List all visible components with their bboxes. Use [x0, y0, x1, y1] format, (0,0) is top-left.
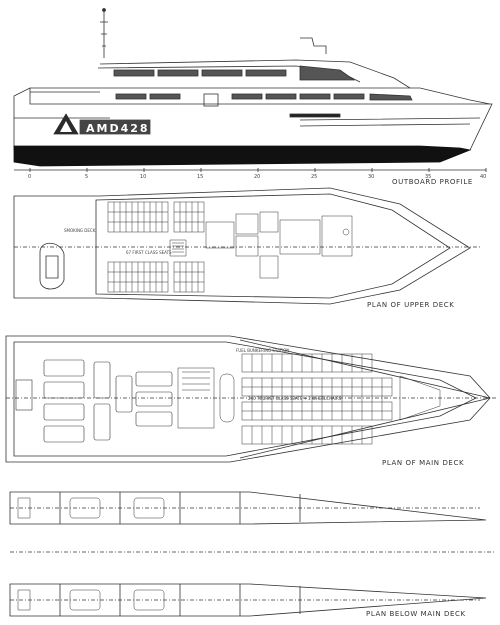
- tourist-seats-label: 240 TOURIST CLASS SEATS + 2 WHEELCHAIRS: [248, 396, 342, 401]
- svg-text:15: 15: [197, 174, 203, 180]
- upper-deck-title: PLAN OF UPPER DECK: [367, 301, 455, 309]
- starboard-hull: [9, 491, 487, 525]
- below-main-deck-title: PLAN BELOW MAIN DECK: [366, 610, 466, 618]
- radar-arch: [300, 37, 327, 54]
- outboard-profile-view: [13, 8, 493, 172]
- svg-text:35: 35: [425, 174, 431, 180]
- life-raft: [39, 242, 65, 290]
- frame-scale-labels: 0 5 10 15 20 25 30 35 40: [28, 174, 486, 180]
- main-deck-title: PLAN OF MAIN DECK: [382, 459, 465, 467]
- upper-deck-rooms: [169, 211, 353, 279]
- port-engines: [17, 589, 165, 611]
- upper-deck-outline: [13, 187, 471, 305]
- first-class-seat-grid: [107, 201, 205, 293]
- side-door: [203, 93, 219, 107]
- svg-text:0: 0: [28, 174, 31, 180]
- main-window-row: [115, 93, 413, 101]
- upper-window-row: [113, 65, 356, 81]
- smoking-deck-label: SMOKING DECK: [64, 228, 96, 233]
- fuel-bunkering-label: FUEL BUNKERING STATION: [236, 348, 289, 353]
- starboard-engines: [17, 497, 165, 519]
- svg-text:5: 5: [85, 174, 88, 180]
- svg-text:10: 10: [140, 174, 146, 180]
- below-main-deck-plan: [9, 491, 496, 617]
- outboard-profile-title: OUTBOARD PROFILE: [392, 178, 473, 186]
- svg-text:30: 30: [368, 174, 374, 180]
- port-hull: [9, 583, 487, 617]
- hull-waterline: [13, 145, 472, 167]
- brand-logo: [53, 113, 151, 135]
- main-deck-plan: [5, 335, 496, 463]
- brand-mark: AMD428: [86, 122, 150, 135]
- svg-text:20: 20: [254, 174, 260, 180]
- upper-deck-plan: [13, 187, 480, 305]
- first-class-seats-label: 67 FIRST CLASS SEATS: [126, 250, 172, 255]
- mast: [100, 10, 108, 58]
- svg-text:25: 25: [311, 174, 317, 180]
- main-deck-outline: [5, 335, 491, 463]
- svg-text:40: 40: [480, 174, 486, 180]
- vehicle-deck: [15, 359, 173, 443]
- upper-superstructure: [99, 59, 411, 89]
- tourist-seat-grid: [241, 353, 393, 445]
